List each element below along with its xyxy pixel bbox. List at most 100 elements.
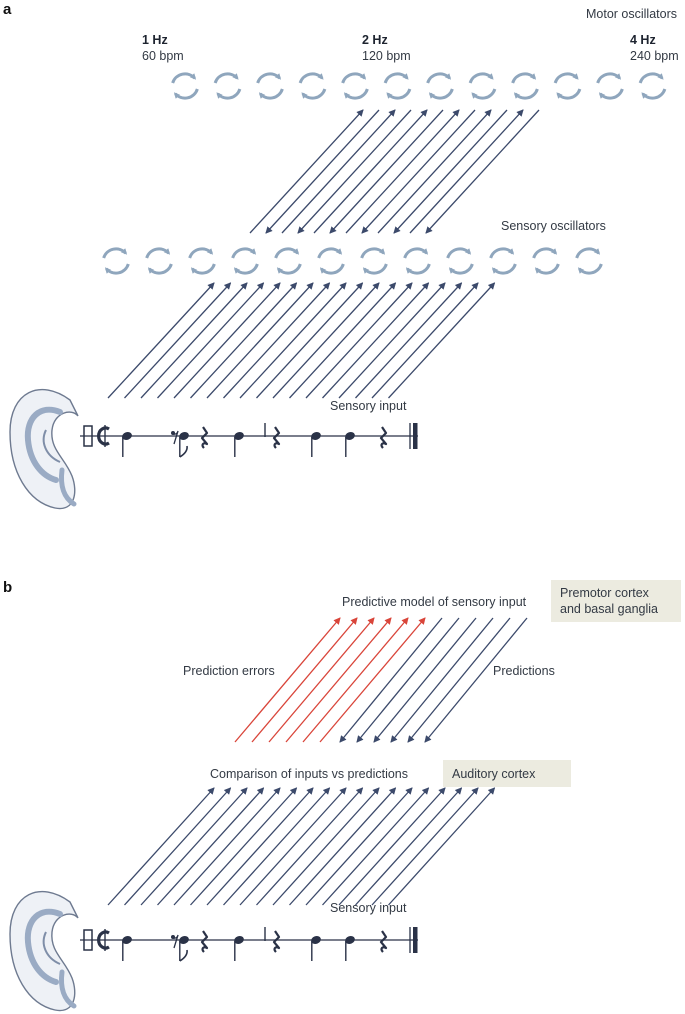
sensory-oscillator — [575, 247, 603, 275]
predictive-model-label: Predictive model of sensory input — [342, 595, 527, 609]
sensory-oscillator — [489, 247, 517, 275]
motor-oscillator — [341, 72, 369, 100]
quarter-note-icon — [234, 936, 244, 961]
end-bar-thick — [413, 423, 418, 449]
prediction-arrow — [356, 617, 460, 743]
staff-start-bracket — [83, 929, 93, 951]
prediction-arrow — [424, 617, 528, 743]
motor-oscillator — [553, 72, 582, 100]
input-arrow — [140, 282, 248, 399]
auditory-cortex-box — [443, 760, 571, 787]
prediction-arrow — [339, 617, 443, 743]
sensory-oscillator — [102, 247, 130, 275]
input-arrow — [289, 787, 397, 906]
sensory-oscillator — [145, 247, 173, 275]
motor-oscillator — [511, 72, 539, 100]
arrow-up — [313, 109, 428, 234]
arrow-up — [249, 109, 364, 234]
eighth-rest-icon — [171, 430, 179, 445]
premotor-box-line-1: Premotor cortex — [560, 586, 650, 600]
prediction-error-arrow — [285, 617, 392, 743]
motor-oscillator — [596, 72, 624, 100]
input-arrow — [140, 787, 248, 906]
motor-oscillators-label: Motor oscillators — [586, 7, 677, 21]
input-arrow — [388, 282, 496, 399]
premotor-box — [551, 580, 681, 622]
input-arrow — [190, 282, 298, 399]
quarter-rest-icon — [272, 930, 281, 953]
input-arrows-b — [107, 787, 496, 906]
prediction-error-arrow — [268, 617, 375, 743]
input-arrows-a — [107, 282, 496, 399]
quarter-rest-icon — [379, 426, 388, 449]
premotor-box-line-2: and basal ganglia — [560, 602, 658, 616]
music-staff-b — [80, 927, 418, 962]
input-arrow — [355, 282, 463, 399]
eighth-rest-icon — [171, 934, 179, 949]
input-arrow — [289, 282, 397, 399]
input-arrow — [388, 787, 496, 906]
music-staff-a — [80, 423, 418, 458]
quarter-rest-icon — [200, 426, 209, 449]
quarter-rest-icon — [272, 426, 281, 449]
input-arrow — [223, 282, 331, 399]
quarter-note-icon — [345, 432, 355, 457]
quarter-note-icon — [345, 936, 355, 961]
input-arrow — [206, 787, 314, 906]
panel-b: b Predictive model of sensory input Prem… — [3, 579, 681, 1012]
prediction-errors-label: Prediction errors — [183, 664, 275, 678]
prediction-arrows — [339, 617, 528, 743]
arrow-up — [377, 109, 492, 234]
comparison-label: Comparison of inputs vs predictions — [210, 767, 408, 781]
freq-1hz-label: 1 Hz — [142, 33, 168, 47]
quarter-note-icon — [311, 432, 321, 457]
input-arrow — [107, 787, 215, 906]
panel-a-letter: a — [3, 1, 12, 18]
prediction-arrow — [373, 617, 477, 743]
prediction-error-arrow — [251, 617, 358, 743]
sensory-oscillator — [274, 247, 302, 275]
predictions-label: Predictions — [493, 664, 555, 678]
freq-4hz-label: 4 Hz — [630, 33, 656, 47]
prediction-error-arrows — [234, 617, 426, 743]
sensory-oscillator — [403, 247, 431, 275]
input-arrow — [322, 787, 430, 906]
input-arrow — [157, 282, 265, 399]
quarter-note-icon — [122, 936, 132, 961]
arrow-up — [281, 109, 396, 234]
input-arrow — [305, 282, 413, 399]
freq-2hz-label: 2 Hz — [362, 33, 388, 47]
motor-oscillator — [213, 72, 242, 100]
arrow-down — [393, 109, 508, 234]
input-arrow — [272, 787, 380, 906]
motor-oscillator — [298, 72, 327, 100]
panel-b-letter: b — [3, 579, 12, 596]
arrow-down — [297, 109, 412, 234]
freq-4hz-bpm: 240 bpm — [630, 49, 679, 63]
motor-oscillator — [638, 72, 667, 100]
arrow-up — [409, 109, 524, 234]
input-arrow — [157, 787, 265, 906]
input-arrow — [206, 282, 314, 399]
auditory-cortex-label: Auditory cortex — [452, 767, 536, 781]
sensory-oscillator — [231, 247, 259, 275]
input-arrow — [305, 787, 413, 906]
sensory-input-label-b: Sensory input — [330, 901, 407, 915]
input-arrow — [338, 787, 446, 906]
input-arrow — [355, 787, 463, 906]
input-arrow — [107, 282, 215, 399]
motor-oscillator-row — [171, 72, 667, 100]
motor-oscillator — [171, 72, 199, 100]
sensory-input-label-a: Sensory input — [330, 399, 407, 413]
motor-oscillator — [468, 72, 497, 100]
sensory-oscillators-label: Sensory oscillators — [501, 219, 606, 233]
input-arrow — [124, 787, 232, 906]
eighth-note-icon — [179, 432, 189, 458]
sensory-oscillator-row — [102, 247, 603, 275]
prediction-arrow — [407, 617, 511, 743]
freq-2hz-bpm: 120 bpm — [362, 49, 411, 63]
sensory-oscillator — [317, 247, 345, 275]
staff-start-bracket — [83, 425, 93, 447]
prediction-error-arrow — [234, 617, 341, 743]
